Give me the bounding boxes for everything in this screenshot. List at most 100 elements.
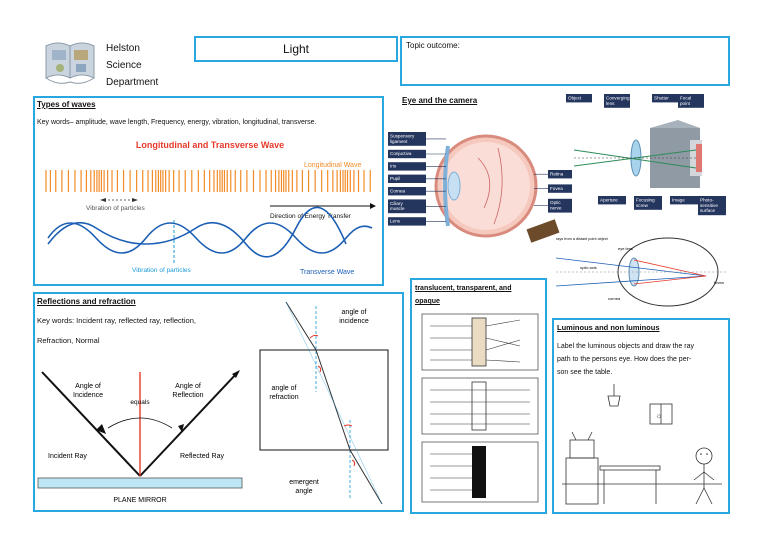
angle-incidence-l2: Incidence [73,392,103,399]
eye-camera-heading: Eye and the camera [402,96,478,105]
eye-label-left-3 [388,174,426,183]
reflection-keywords-2: Refraction, Normal [37,336,100,345]
camera-label-bottom-3 [698,196,726,216]
transparent-block [471,381,487,431]
eye-label-left-5-text: muscle [390,206,405,211]
refr-incidence-l2: incidence [339,318,369,325]
incident-ray-label: Incident Ray [48,453,87,460]
eye-label-right-2-text: Optic [550,200,561,205]
vibration-label-top: Vibration of particles [86,205,146,212]
eye-label-left-2 [388,162,426,171]
page-title: Light [282,42,310,56]
transverse-label: Transverse Wave [300,269,354,276]
refr-refraction-l1: angle of [272,385,297,392]
lens-fovea-label: fovea [714,280,725,285]
vibration-label-bottom: Vibration of particles [132,267,192,274]
eye-label-left-0-text: ligament [390,139,408,144]
ceiling-lamp [607,395,621,407]
camera-label-bottom-1-text: Focusing [636,197,655,202]
eye-label-right-0 [548,170,572,179]
topic-outcome-box: Topic outcome: [400,36,730,86]
refraction-diagram: angle of incidence angle of refraction e… [258,300,400,510]
camera-label-top-3-text: point [680,101,691,106]
emergent-angle-l2: angle [295,488,312,495]
eye-label-left-2-text: Iris [390,164,397,169]
camera-label-top-0-text: Object [568,95,582,100]
camera-label-top-3 [678,94,704,108]
material-diagrams [420,312,540,510]
eye-label-left-0 [388,132,426,146]
waves-heading: Types of waves [37,100,96,109]
angle-reflection-l1: Angle of [175,383,201,390]
plane-mirror [37,477,243,489]
lens-eye-lens-label: eye lens [618,246,633,251]
luminous-text-3: son see the table. [557,369,613,376]
topic-outcome-label: Topic outcome: [406,41,460,50]
camera-label-bottom-3-text: surface [700,208,716,213]
opaque-block [472,446,486,498]
eye-lens-diagram: rays from a distant point object eye len… [555,232,736,308]
longitudinal-label: Longitudinal Wave [304,162,361,169]
eye-label-right-1-text: Fovea [550,186,563,191]
camera-label-top-2-text: Shutter [654,95,669,100]
room-scene: ☼ [560,384,724,508]
camera-label-bottom-3-text: Photo- [700,197,714,202]
eye-label-left-1-text: Conjuctiva [390,151,412,156]
lens-optic-axis-label: optic axis [580,265,597,270]
tv [569,439,595,459]
camera-label-bottom-0-text: Aperture [600,197,618,202]
refr-incidence-l1: angle of [342,309,367,316]
camera-label-top-1 [604,94,630,108]
luminous-text-2: path to the persons eye. How does the pe… [557,356,692,363]
equals-label: equals [130,399,150,406]
luminous-heading: Luminous and non luminous [557,323,660,332]
eye-label-right-0-text: Retina [550,171,564,176]
dept-line-1: Helston [106,43,140,54]
camera-label-top-1-text: Converging [606,95,630,100]
camera-label-bottom-2 [670,196,698,205]
dept-line-2: Science [106,60,142,71]
angle-reflection-l2: Reflection [172,392,203,399]
eye-label-right-2-text: nerve [550,206,562,211]
translucent-heading-2: opaque [415,298,440,305]
types-of-waves-box [33,96,384,286]
svg-text:☼: ☼ [655,411,662,420]
camera-label-top-1-text: lens [606,101,615,106]
eye-label-left-4 [388,187,426,196]
reflected-ray-label: Reflected Ray [180,453,224,460]
eye-label-left-1 [388,149,426,159]
eye-label-left-0-text: Suspensory [390,133,415,138]
refr-refraction-l2: refraction [269,394,298,401]
plane-mirror-diagram: Angle of Incidence equals Angle of Refle… [36,364,258,510]
person-head [695,447,713,465]
translucent-block [471,317,487,367]
plane-mirror-label: PLANE MIRROR [113,497,166,504]
wave-diagram: Longitudinal and Transverse Wave Longitu… [42,134,378,280]
angle-incidence-l1: Angle of [75,383,101,390]
eye-label-left-6-text: Lens [390,219,401,224]
eye-label-left-4-text: Cornea [390,188,406,193]
camera-label-bottom-0 [598,196,626,205]
table [599,465,661,471]
camera-label-top-3-text: Focal [680,95,691,100]
waves-keywords: Key words– amplitude, wave length, Frequ… [37,119,317,126]
lens-rays-label: rays from a distant point object [556,237,609,241]
direction-label: Direction of Energy Transfer [270,213,352,220]
eye-label-right-2 [548,198,572,213]
camera-label-top-0 [566,94,592,103]
title-box: Light [194,36,398,62]
school-logo [40,36,100,92]
camera-label-bottom-3-text: sensitive [700,203,718,208]
eye-label-left-5-text: Ciliary [390,201,403,206]
emergent-angle-l1: emergent [289,479,319,486]
camera-label-bottom-1-text: screw [636,203,649,208]
longitudinal-wave-lines [45,170,371,192]
transverse-wave-curve [47,206,347,258]
luminous-box [552,318,730,514]
eye-label-left-6 [388,217,426,226]
dept-line-3: Department [106,77,159,88]
wave-diagram-title: Longitudinal and Transverse Wave [136,140,284,150]
camera-label-top-2 [652,94,678,103]
